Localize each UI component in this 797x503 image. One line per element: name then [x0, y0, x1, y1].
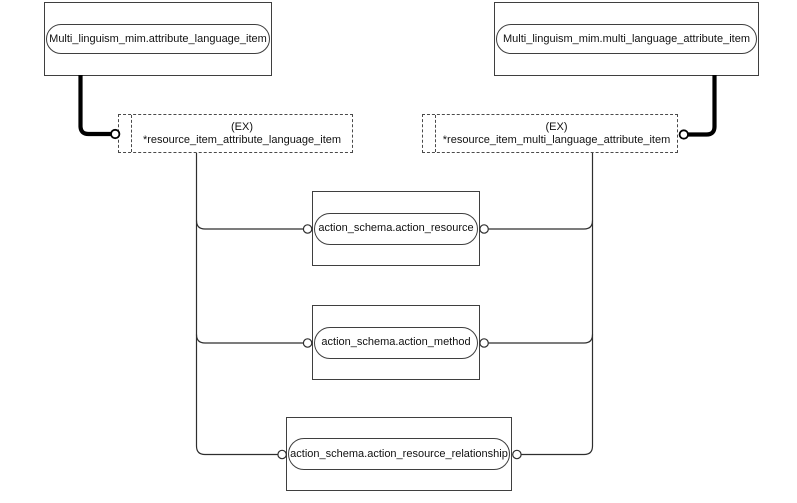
- thick-connector-right: [688, 75, 717, 137]
- entity-box-attribute-language-item: Multi_linguism_mim.attribute_language_it…: [44, 2, 272, 76]
- interface-ref-box-resource-item-attribute-language-item: (EX) *resource_item_attribute_language_i…: [118, 114, 353, 153]
- thick-connector-left: [78, 75, 111, 137]
- entity-box-multi-language-attribute-item: Multi_linguism_mim.multi_language_attrib…: [494, 2, 759, 76]
- entity-box-action-resource-relationship: action_schema.action_resource_relationsh…: [286, 417, 512, 491]
- port-circle-icon: [512, 449, 522, 460]
- port-circle-icon: [479, 338, 489, 348]
- ref-tag: (EX): [545, 120, 568, 133]
- entity-label: action_schema.action_method: [321, 336, 471, 348]
- entity-stadium: action_schema.action_method: [314, 326, 478, 359]
- entity-stadium: Multi_linguism_mim.multi_language_attrib…: [496, 24, 757, 54]
- interface-ref-box-resource-item-multi-language-attribute-item: (EX) *resource_item_multi_language_attri…: [422, 114, 678, 153]
- ref-page-strip: [119, 115, 132, 152]
- entity-box-action-method: action_schema.action_method: [312, 305, 480, 380]
- left-branch-action-resource: [195, 220, 304, 230]
- ref-tag: (EX): [231, 120, 253, 133]
- right-trunk-line: [521, 153, 594, 456]
- left-trunk-line: [195, 153, 278, 456]
- entity-stadium: action_schema.action_resource_relationsh…: [288, 438, 510, 470]
- ref-text: (EX) *resource_item_multi_language_attri…: [436, 115, 677, 152]
- entity-box-action-resource: action_schema.action_resource: [312, 191, 480, 266]
- ref-label: *resource_item_attribute_language_item: [142, 133, 342, 146]
- entity-label: Multi_linguism_mim.multi_language_attrib…: [502, 32, 750, 45]
- entity-stadium: Multi_linguism_mim.attribute_language_it…: [46, 24, 270, 54]
- left-branch-action-method: [195, 334, 304, 344]
- entity-label: action_schema.action_resource_relationsh…: [290, 447, 508, 460]
- right-branch-action-method: [488, 334, 594, 344]
- ref-page-strip: [423, 115, 436, 152]
- port-circle-icon: [479, 224, 489, 234]
- entity-label: Multi_linguism_mim.attribute_language_it…: [49, 32, 267, 45]
- right-branch-action-resource: [488, 220, 594, 230]
- entity-stadium: action_schema.action_resource: [314, 212, 478, 245]
- port-circle-icon: [302, 338, 313, 348]
- port-circle-icon: [678, 129, 689, 140]
- ref-label: *resource_item_multi_language_attribute_…: [442, 133, 671, 146]
- ref-text: (EX) *resource_item_attribute_language_i…: [132, 115, 352, 152]
- port-circle-icon: [302, 224, 313, 234]
- entity-label: action_schema.action_resource: [318, 222, 474, 234]
